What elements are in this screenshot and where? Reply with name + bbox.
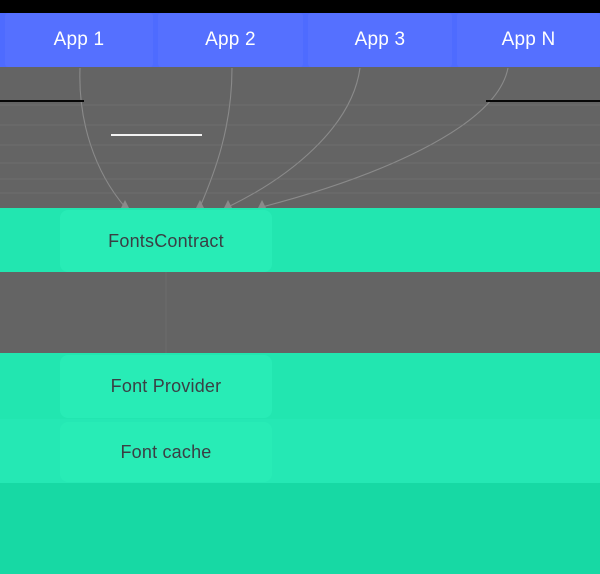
black-rule-right-icon xyxy=(486,100,600,102)
footer-band xyxy=(0,483,600,574)
arrowhead-app3 xyxy=(224,200,232,208)
arrow-app3 xyxy=(227,67,361,208)
node-fonts-contract-label: FontsContract xyxy=(108,230,224,251)
app-chip-2-label: App 2 xyxy=(205,29,256,50)
arrow-group xyxy=(0,67,600,208)
black-rule-left-icon xyxy=(0,100,84,102)
connector-band-upper xyxy=(0,67,600,208)
node-fonts-contract[interactable]: FontsContract xyxy=(60,210,272,272)
status-strip xyxy=(0,0,600,13)
node-font-cache[interactable]: Font cache xyxy=(60,422,272,482)
white-rule-icon xyxy=(111,134,202,136)
app-chip-n-label: App N xyxy=(501,29,556,50)
arrowhead-app1 xyxy=(121,200,129,208)
app-chip-3-label: App 3 xyxy=(354,29,406,50)
arrow-group-lower xyxy=(165,272,167,353)
arrowhead-app2 xyxy=(196,200,204,208)
arrow-app2 xyxy=(199,67,233,208)
app-chip-3[interactable]: App 3 xyxy=(308,13,452,67)
arrowhead-appn xyxy=(258,200,266,208)
app-chip-n[interactable]: App N xyxy=(457,13,600,67)
app-layer: App 1 App 2 App 3 App N xyxy=(0,13,600,67)
node-font-cache-label: Font cache xyxy=(120,441,212,462)
app-chip-1[interactable]: App 1 xyxy=(5,13,153,67)
app-chip-1-label: App 1 xyxy=(53,29,105,50)
connector-band-lower xyxy=(0,272,600,353)
arrow-appn xyxy=(261,67,509,208)
arrow-app1 xyxy=(79,67,126,208)
app-chip-2[interactable]: App 2 xyxy=(158,13,303,67)
node-font-provider-label: Font Provider xyxy=(110,376,222,396)
node-font-provider[interactable]: Font Provider xyxy=(60,355,272,418)
